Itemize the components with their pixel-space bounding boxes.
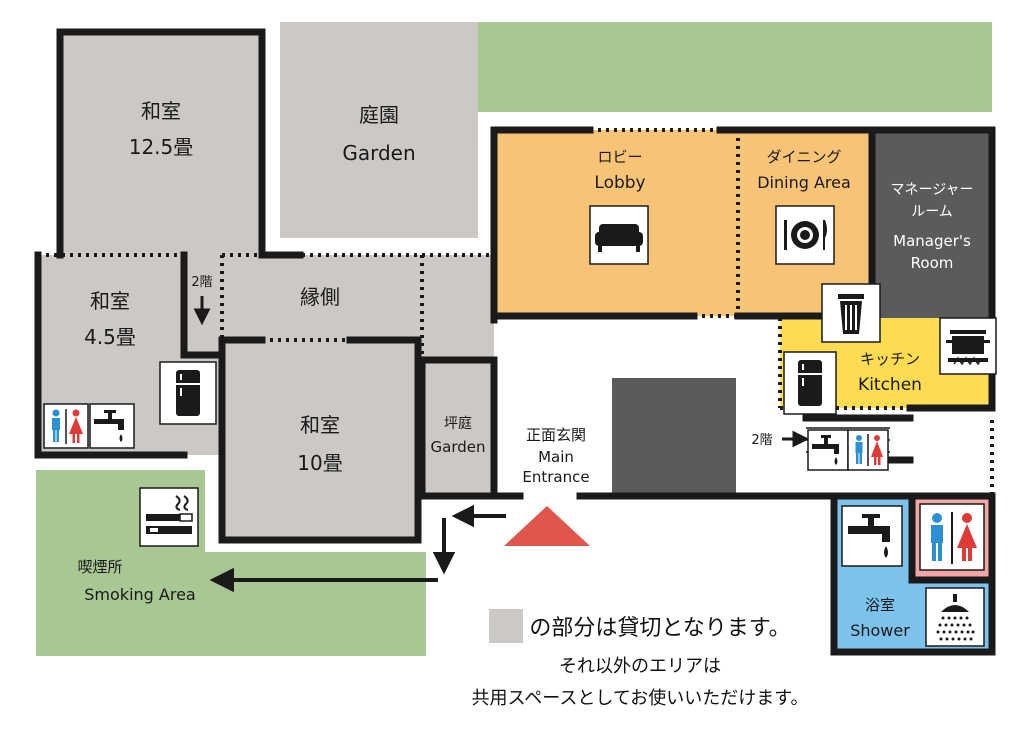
manager-ja-2: ルーム <box>911 204 953 220</box>
entrance-en-2: Entrance <box>522 468 589 486</box>
cooking-pot-icon <box>939 317 997 375</box>
washitsu-10-name: 和室 <box>300 413 340 437</box>
washitsu-45-size: 4.5畳 <box>84 325 136 349</box>
cigarette-icon <box>139 487 199 547</box>
restroom-icon <box>43 403 89 449</box>
wall-shower-toilet <box>908 492 996 584</box>
wall-washitsu-10 <box>218 336 422 544</box>
faucet-icon <box>807 429 849 471</box>
wall-shower <box>830 492 996 656</box>
wall-left-outer <box>34 251 188 459</box>
shower-en: Shower <box>850 621 910 640</box>
manager-ja-1: マネージャー <box>890 182 973 198</box>
arrow-entrance-down <box>432 518 456 575</box>
faucet-icon <box>841 505 903 567</box>
kitchen-ja: キッチン <box>860 350 920 368</box>
room-garden-top <box>280 22 478 238</box>
arrow-smoking-left <box>209 567 438 593</box>
refrigerator-icon <box>783 351 837 415</box>
stair-left-label: 2階 <box>191 275 212 290</box>
manager-en-1: Manager's <box>893 232 971 250</box>
restroom-icon <box>847 429 889 471</box>
wall-stair-left <box>180 251 226 359</box>
legend-note-1-text: の部分は貸切となります。 <box>529 616 791 641</box>
engawa-right-strip <box>418 255 494 360</box>
entrance-ja: 正面玄関 <box>526 426 586 444</box>
dining-ja: ダイニング <box>766 148 841 166</box>
washitsu-12-5-name: 和室 <box>141 99 181 123</box>
room-washitsu-12-5 <box>60 32 262 256</box>
lobby-ja: ロビー <box>597 148 642 166</box>
plate-cutlery-icon <box>775 205 835 265</box>
garden-top-en: Garden <box>342 141 415 165</box>
legend-note-2: それ以外のエリアは <box>559 656 721 677</box>
manager-en-2: Room <box>911 254 954 272</box>
kitchen-en: Kitchen <box>858 375 922 395</box>
tsuboniwa-ja: 坪庭 <box>444 415 472 432</box>
refrigerator-icon <box>159 361 217 425</box>
room-tsuboniwa <box>422 360 494 496</box>
stair-right-label: 2階 <box>751 433 772 448</box>
smoking-ja: 喫煙所 <box>77 558 122 576</box>
faucet-icon <box>89 403 135 449</box>
rental-color-swatch <box>489 609 524 643</box>
washitsu-10-size: 10畳 <box>297 451 342 475</box>
restroom-icon <box>919 503 985 571</box>
room-washitsu-10 <box>222 340 418 540</box>
wall-washitsu-12-5 <box>56 28 266 259</box>
garden-top-ja: 庭園 <box>359 103 399 127</box>
tsuboniwa-en: Garden <box>431 438 486 456</box>
stair-left-down-arrow <box>193 296 211 326</box>
sofa-icon <box>589 205 649 265</box>
shower-ja: 浴室 <box>865 596 895 614</box>
lobby-en: Lobby <box>594 173 645 193</box>
entrance-marker-triangle <box>504 506 590 546</box>
stair-right-arrow <box>782 430 810 448</box>
smoking-en: Smoking Area <box>84 585 195 604</box>
legend-note-1: の部分は貸切となります。 <box>410 609 870 643</box>
top-lawn <box>478 22 992 112</box>
washitsu-45-name: 和室 <box>90 289 130 313</box>
dining-en: Dining Area <box>757 173 851 192</box>
arrow-entrance-left <box>451 504 506 528</box>
entrance-block <box>612 378 736 498</box>
legend-note-3: 共用スペースとしてお使いいただけます。 <box>471 688 809 709</box>
entrance-en-1: Main <box>538 448 574 466</box>
room-manager <box>872 130 992 318</box>
shower-head-icon <box>925 587 985 647</box>
washitsu-12-5-size: 12.5畳 <box>129 135 194 159</box>
engawa-name: 縁側 <box>300 285 340 309</box>
trash-can-icon <box>821 283 881 343</box>
wall-lobby-outer <box>490 126 594 324</box>
